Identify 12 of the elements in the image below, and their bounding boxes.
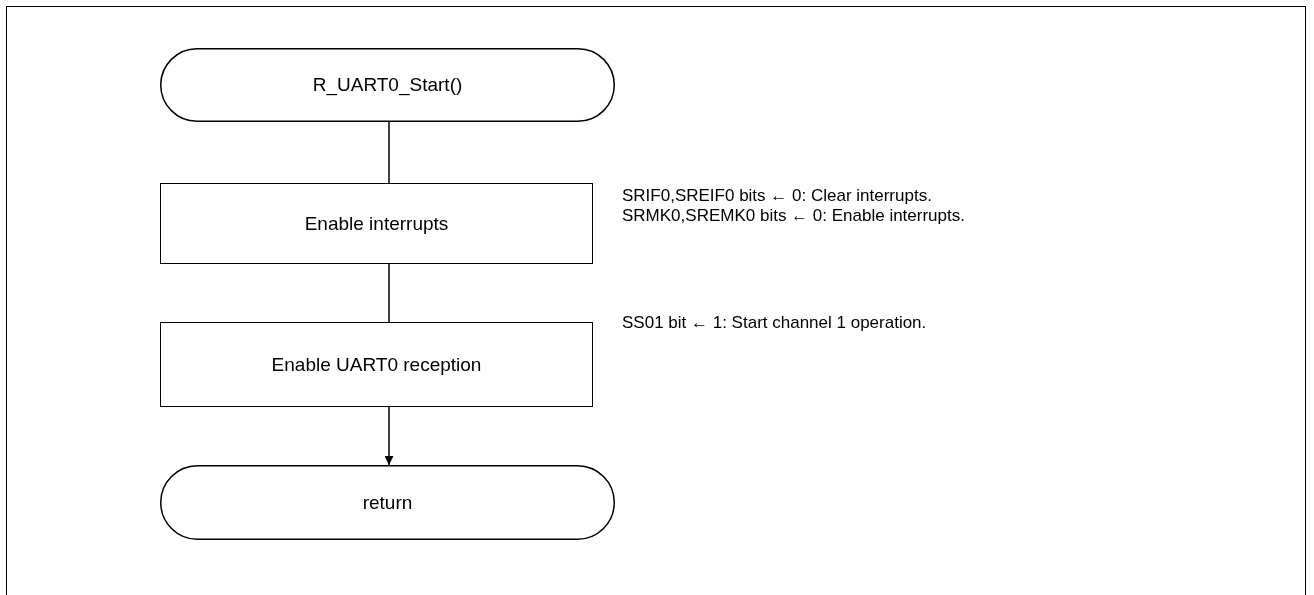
node-label: R_UART0_Start(): [312, 74, 463, 96]
arrow: [384, 406, 394, 466]
node-label: return: [362, 491, 413, 514]
node-label: Enable interrupts: [304, 212, 449, 235]
annotation-text: SRMK0,SREMK0 bits ← 0: Enable interrupts.: [622, 206, 965, 226]
process-box: [160, 183, 593, 264]
process-box: [160, 322, 593, 407]
connector-line: [388, 263, 390, 323]
annotation-text: SRIF0,SREIF0 bits ← 0: Clear interrupts.: [622, 186, 932, 206]
node-label: Enable UART0 reception: [271, 353, 482, 376]
annotation-text: SS01 bit ← 1: Start channel 1 operation.: [622, 313, 927, 333]
connector-line: [388, 121, 390, 184]
